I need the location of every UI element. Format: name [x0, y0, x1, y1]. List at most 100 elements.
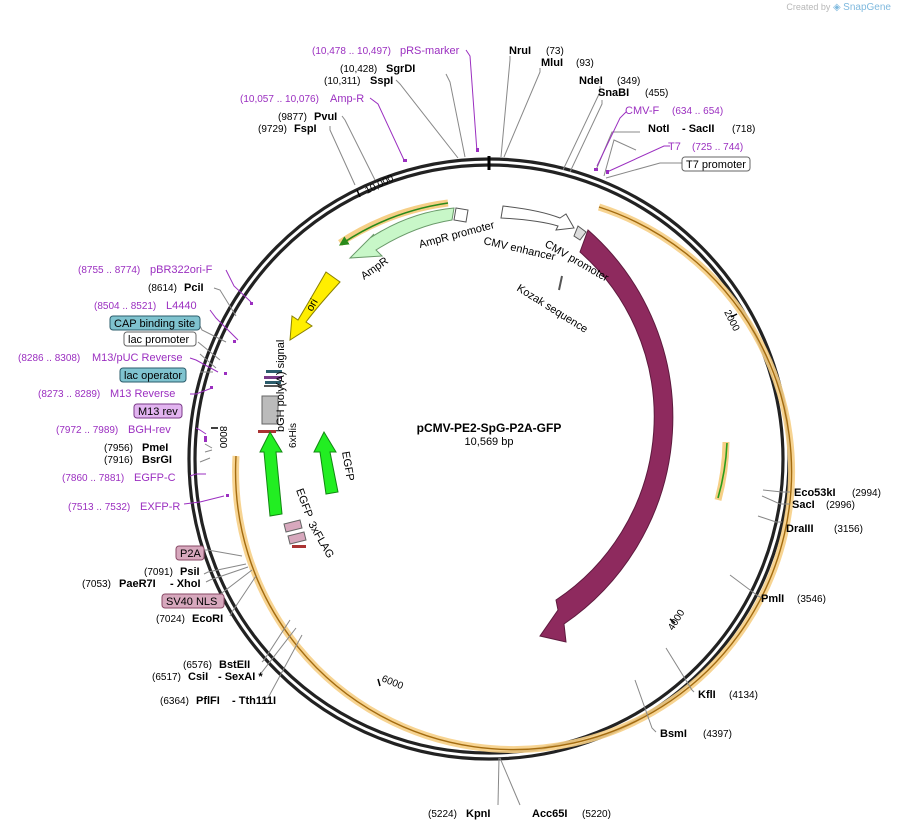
primer-m13reverse-name: M13 Reverse [110, 388, 175, 400]
cap-binding-label: CAP binding site [114, 318, 195, 330]
sv40-nls-box [161, 593, 225, 609]
site-snabi-pos: (455) [645, 88, 668, 99]
m13rev-label: M13 rev [138, 406, 178, 418]
site-acc65i-pos: (5220) [582, 809, 611, 820]
sv40-nls-label: SV40 NLS [166, 596, 217, 608]
site-kfli-name: KflI [698, 689, 716, 701]
site-bsmi-name: BsmI [660, 728, 687, 740]
primer-ampr-name: Amp-R [330, 93, 364, 105]
primer-exfpr-pos: (7513 .. 7532) [68, 502, 130, 513]
m13rev-box [133, 403, 183, 419]
ori-feature[interactable] [289, 271, 341, 341]
site-eco53ki-name: Eco53kI [794, 487, 836, 499]
site-nrui-pos: (73) [546, 46, 564, 57]
site-tth111i-name: - Tth111I [232, 695, 276, 707]
site-ndei-pos: (349) [617, 76, 640, 87]
his-feature[interactable] [258, 430, 276, 433]
tick-4000: 4000 [666, 608, 687, 633]
site-sgrdi-pos: (10,428) [340, 64, 377, 75]
snapgene-watermark: Created by ◈ SnapGene [786, 2, 891, 13]
primer-prs-name: pRS-marker [400, 45, 460, 57]
bgh-label: bGH poly(A) signal [275, 340, 287, 432]
primer-cmvf-name: CMV-F [625, 105, 660, 117]
site-pmei-name: PmeI [142, 442, 168, 454]
site-pcii-name: PciI [184, 282, 204, 294]
cas9-feature[interactable] [539, 229, 674, 643]
site-paer7i-pos: (7053) [82, 579, 111, 590]
lac-promoter-box [123, 331, 197, 347]
cap-binding-box [109, 315, 201, 331]
nls-feature[interactable] [292, 545, 306, 548]
site-pmli-pos: (3546) [797, 594, 826, 605]
site-csii-pos: (6517) [152, 672, 181, 683]
site-bsrgi-pos: (7916) [104, 455, 133, 466]
site-kpni-pos: (5224) [428, 809, 457, 820]
site-sacii-name: - SacII [682, 123, 714, 135]
site-mlui-pos: (93) [576, 58, 594, 69]
primer-cmvf-pos: (634 .. 654) [672, 106, 723, 117]
primer-egfpc-name: EGFP-C [134, 472, 176, 484]
his-label: 6xHis [288, 423, 299, 448]
p2a-label: P2A [180, 548, 201, 560]
p2a-box [175, 545, 205, 561]
kozak-feature [558, 275, 563, 291]
lac-operator-box [119, 367, 187, 383]
site-labels: NruI (73) MluI (93) NdeI (349) SnaBI (45… [18, 45, 881, 820]
flag-feature[interactable] [287, 531, 307, 545]
ori-label: ori [304, 297, 321, 314]
primer-l4440-name: L4440 [166, 300, 197, 312]
egfp-outer-label: EGFP [293, 487, 315, 519]
cmv-promoter-feature[interactable] [573, 225, 587, 241]
site-pcii-pos: (8614) [148, 283, 177, 294]
bgh-polya-feature[interactable] [261, 395, 279, 425]
cmv-enhancer-feature[interactable] [500, 205, 575, 231]
site-noti-name: NotI [648, 123, 669, 135]
site-kfli-pos: (4134) [729, 690, 758, 701]
leader-lines [197, 56, 790, 806]
plasmid-size: 10,569 bp [465, 436, 514, 448]
site-pmei-pos: (7956) [104, 443, 133, 454]
ampr-feature[interactable] [348, 207, 455, 259]
ampr-promoter-feature[interactable] [453, 207, 469, 223]
site-mlui-name: MluI [541, 57, 563, 69]
primer-t7-pos: (725 .. 744) [692, 142, 743, 153]
site-fspi-pos: (9729) [258, 124, 287, 135]
site-saci-pos: (2996) [826, 500, 855, 511]
primer-egfpc-pos: (7860 .. 7881) [62, 473, 124, 484]
cas9-label: Cas9 [704, 420, 716, 444]
egfp-outer-feature[interactable] [259, 430, 283, 517]
primer-marks [204, 148, 609, 497]
watermark-brand: SnapGene [843, 2, 891, 13]
tick-8000: 8000 [217, 426, 228, 449]
egfp-inner-feature[interactable] [313, 430, 339, 495]
site-saci-name: SacI [792, 499, 815, 511]
site-pflfi-pos: (6364) [160, 696, 189, 707]
primer-m13puc-name: M13/pUC Reverse [92, 352, 182, 364]
site-xhoi-name: - XhoI [170, 578, 201, 590]
site-sgrdi-name: SgrDI [386, 63, 415, 75]
site-noti-pos: (718) [732, 124, 755, 135]
site-eco53ki-pos: (2994) [852, 488, 881, 499]
site-pmli-name: PmlI [761, 593, 784, 605]
site-acc65i-name: Acc65I [532, 808, 567, 820]
snapgene-logo-icon: ◈ [832, 2, 841, 13]
primer-m13puc-pos: (8286 .. 8308) [18, 353, 80, 364]
site-kpni-name: KpnI [466, 808, 490, 820]
orf-inner-line [717, 442, 728, 499]
site-sspi-name: SspI [370, 75, 393, 87]
site-ndei-name: NdeI [579, 75, 603, 87]
primer-ampr-pos: (10,057 .. 10,076) [240, 94, 319, 105]
site-pvui-name: PvuI [314, 111, 337, 123]
primer-pbr322-name: pBR322ori-F [150, 264, 213, 276]
site-paer7i-name: PaeR7I [119, 578, 156, 590]
site-ecori-name: EcoRI [192, 613, 223, 625]
site-snabi-name: SnaBI [598, 87, 629, 99]
ampr-label: AmpR [359, 255, 391, 282]
site-sexai-name: - SexAI * [218, 671, 263, 683]
primer-leaders [183, 49, 670, 505]
p2a-feature[interactable] [283, 519, 303, 533]
site-bsmi-pos: (4397) [703, 729, 732, 740]
site-draiii-name: DraIII [786, 523, 814, 535]
plasmid-name: pCMV-PE2-SpG-P2A-GFP [417, 421, 562, 435]
site-bsrgi-name: BsrGI [142, 454, 172, 466]
